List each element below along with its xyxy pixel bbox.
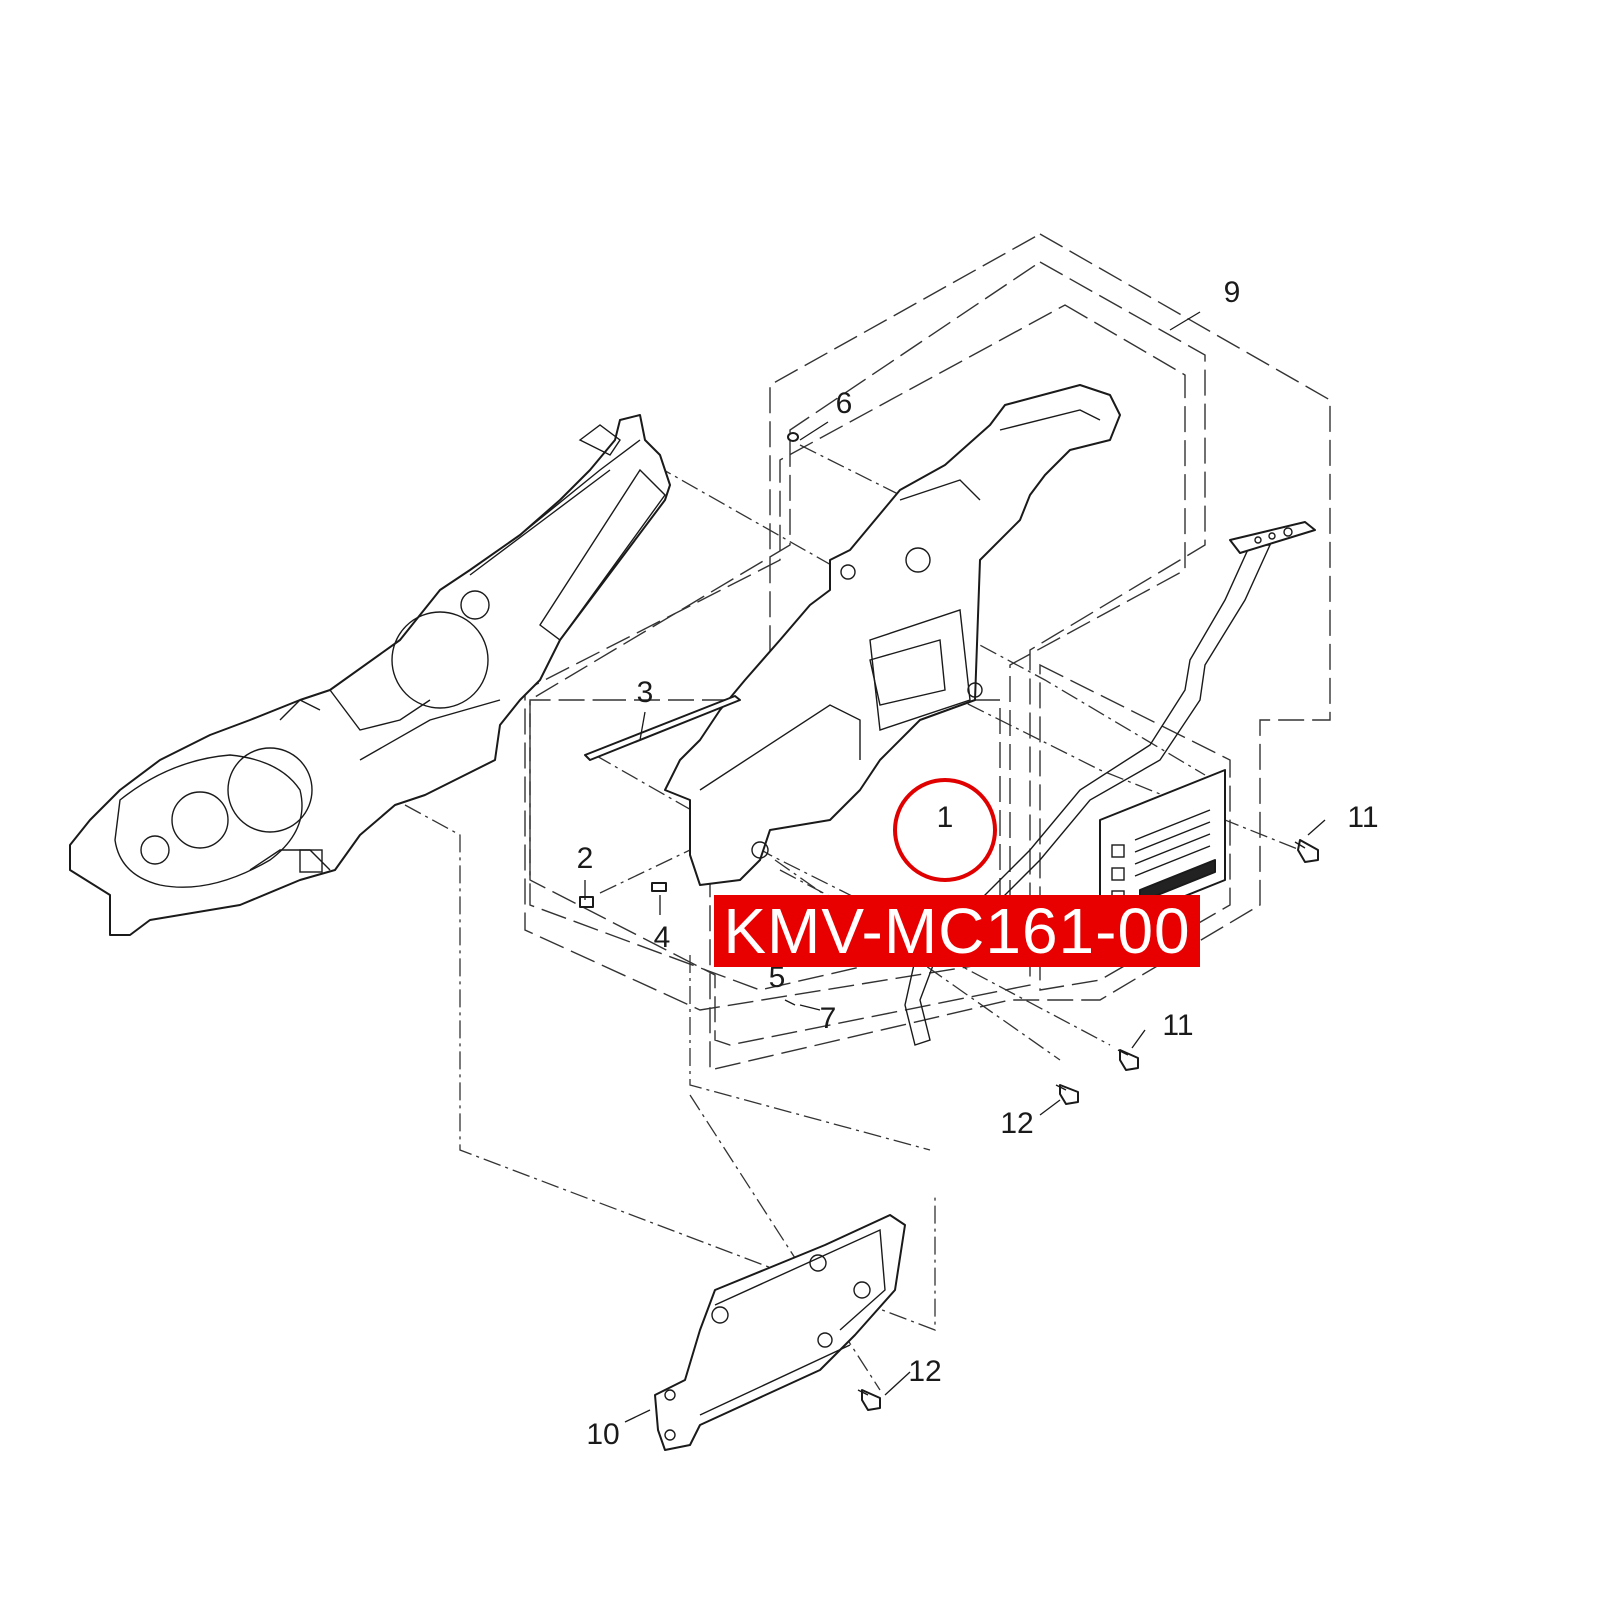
screw-12-lower — [857, 1389, 881, 1411]
callout-labels: 1 2 3 4 5 6 7 9 10 11 11 12 12 — [577, 276, 1379, 1451]
callout-12-upper: 12 — [1000, 1107, 1033, 1140]
small-parts — [579, 432, 799, 908]
flex-cable — [904, 521, 1316, 1046]
callout-12-lower: 12 — [908, 1355, 941, 1388]
callout-1: 1 — [937, 801, 954, 834]
part-2-clip — [579, 896, 594, 908]
callout-2: 2 — [577, 842, 594, 875]
callout-11-lower: 11 — [1162, 1009, 1193, 1042]
side-plate-assembly — [664, 384, 1121, 886]
part-4-clip — [651, 882, 667, 892]
callout-3: 3 — [637, 676, 654, 709]
callout-6: 6 — [836, 387, 853, 420]
screw-11-upper — [1294, 839, 1319, 863]
screw-12-upper — [1055, 1084, 1079, 1105]
screw-11-lower — [1117, 1049, 1139, 1071]
part-6-pin — [787, 432, 799, 442]
feeder-main-body — [69, 414, 671, 936]
bottom-cover — [654, 1214, 906, 1451]
part-3-strip — [584, 695, 741, 761]
callout-5: 5 — [769, 961, 786, 994]
callout-7: 7 — [820, 1002, 837, 1035]
callout-9: 9 — [1224, 276, 1241, 309]
highlight-circle — [893, 778, 997, 882]
label-plate — [1099, 769, 1226, 931]
screws — [857, 839, 1319, 1411]
callout-10: 10 — [586, 1418, 619, 1451]
callout-11-upper: 11 — [1347, 801, 1378, 834]
part-number-banner: KMV-MC161-00 — [714, 895, 1200, 967]
callout-4: 4 — [654, 921, 671, 954]
callout-leaders — [584, 311, 1326, 1423]
